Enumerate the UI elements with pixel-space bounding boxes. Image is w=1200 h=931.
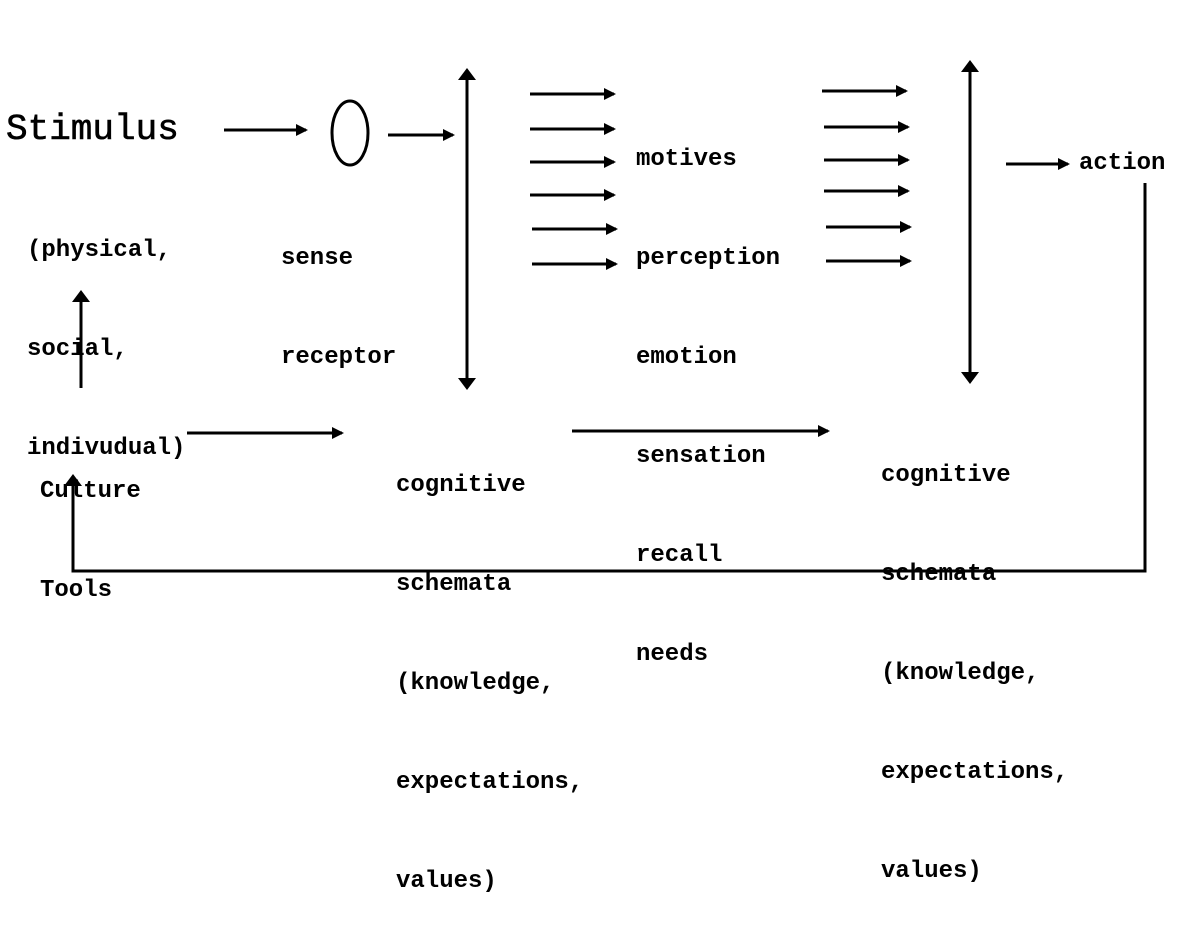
process-motives: motives bbox=[636, 146, 737, 173]
sense-receptor-oval bbox=[330, 99, 370, 167]
arrow-vertical-right-bottom-head bbox=[961, 372, 979, 384]
schemata-2-line-4: expectations, bbox=[881, 759, 1069, 786]
culture-tools-label: Culture Tools bbox=[40, 409, 141, 640]
arrow-vertical-left-top-head bbox=[458, 68, 476, 80]
schemata-1-line-3: (knowledge, bbox=[396, 670, 555, 697]
culture-tools-line-2: Tools bbox=[40, 577, 113, 604]
culture-tools-line-1: Culture bbox=[40, 478, 141, 505]
process-recall: recall bbox=[636, 542, 723, 569]
action-label: action bbox=[1079, 150, 1166, 177]
process-sensation: sensation bbox=[636, 443, 766, 470]
schemata-1-line-1: cognitive bbox=[396, 472, 526, 499]
schemata-1-line-4: expectations, bbox=[396, 769, 584, 796]
sense-receptor-line-1: sense bbox=[281, 245, 354, 272]
stimulus-line-2: social, bbox=[27, 336, 128, 363]
stimulus-title: Stimulus bbox=[6, 109, 179, 150]
schemata-2-line-1: cognitive bbox=[881, 462, 1011, 489]
schemata-1-line-2: schemata bbox=[396, 571, 512, 598]
stimulus-description: (physical, social, indivudual) bbox=[27, 168, 185, 498]
process-list: motives perception emotion sensation rec… bbox=[636, 77, 780, 704]
arrow-vertical-left-bottom-head bbox=[458, 378, 476, 390]
diagram-canvas bbox=[64, 60, 1147, 573]
arrow-vertical-right-top-head bbox=[961, 60, 979, 72]
stimulus-line-3: indivudual) bbox=[27, 435, 186, 462]
process-needs: needs bbox=[636, 641, 709, 668]
feedback-loop-head bbox=[64, 474, 82, 486]
process-perception: perception bbox=[636, 245, 781, 272]
process-emotion: emotion bbox=[636, 344, 737, 371]
cognitive-schemata-1: cognitive schemata (knowledge, expectati… bbox=[396, 403, 583, 931]
schemata-1-line-5: values) bbox=[396, 868, 497, 895]
sense-receptor-label: sense receptor bbox=[281, 176, 396, 407]
cognitive-schemata-2: cognitive schemata (knowledge, expectati… bbox=[881, 393, 1068, 921]
schemata-2-line-3: (knowledge, bbox=[881, 660, 1040, 687]
schemata-2-line-2: schemata bbox=[881, 561, 997, 588]
feedback-loop-line bbox=[71, 183, 1147, 573]
schemata-2-line-5: values) bbox=[881, 858, 982, 885]
arrow-culture-to-stimulus-head bbox=[72, 290, 90, 302]
sense-receptor-line-2: receptor bbox=[281, 344, 397, 371]
stimulus-line-1: (physical, bbox=[27, 237, 172, 264]
